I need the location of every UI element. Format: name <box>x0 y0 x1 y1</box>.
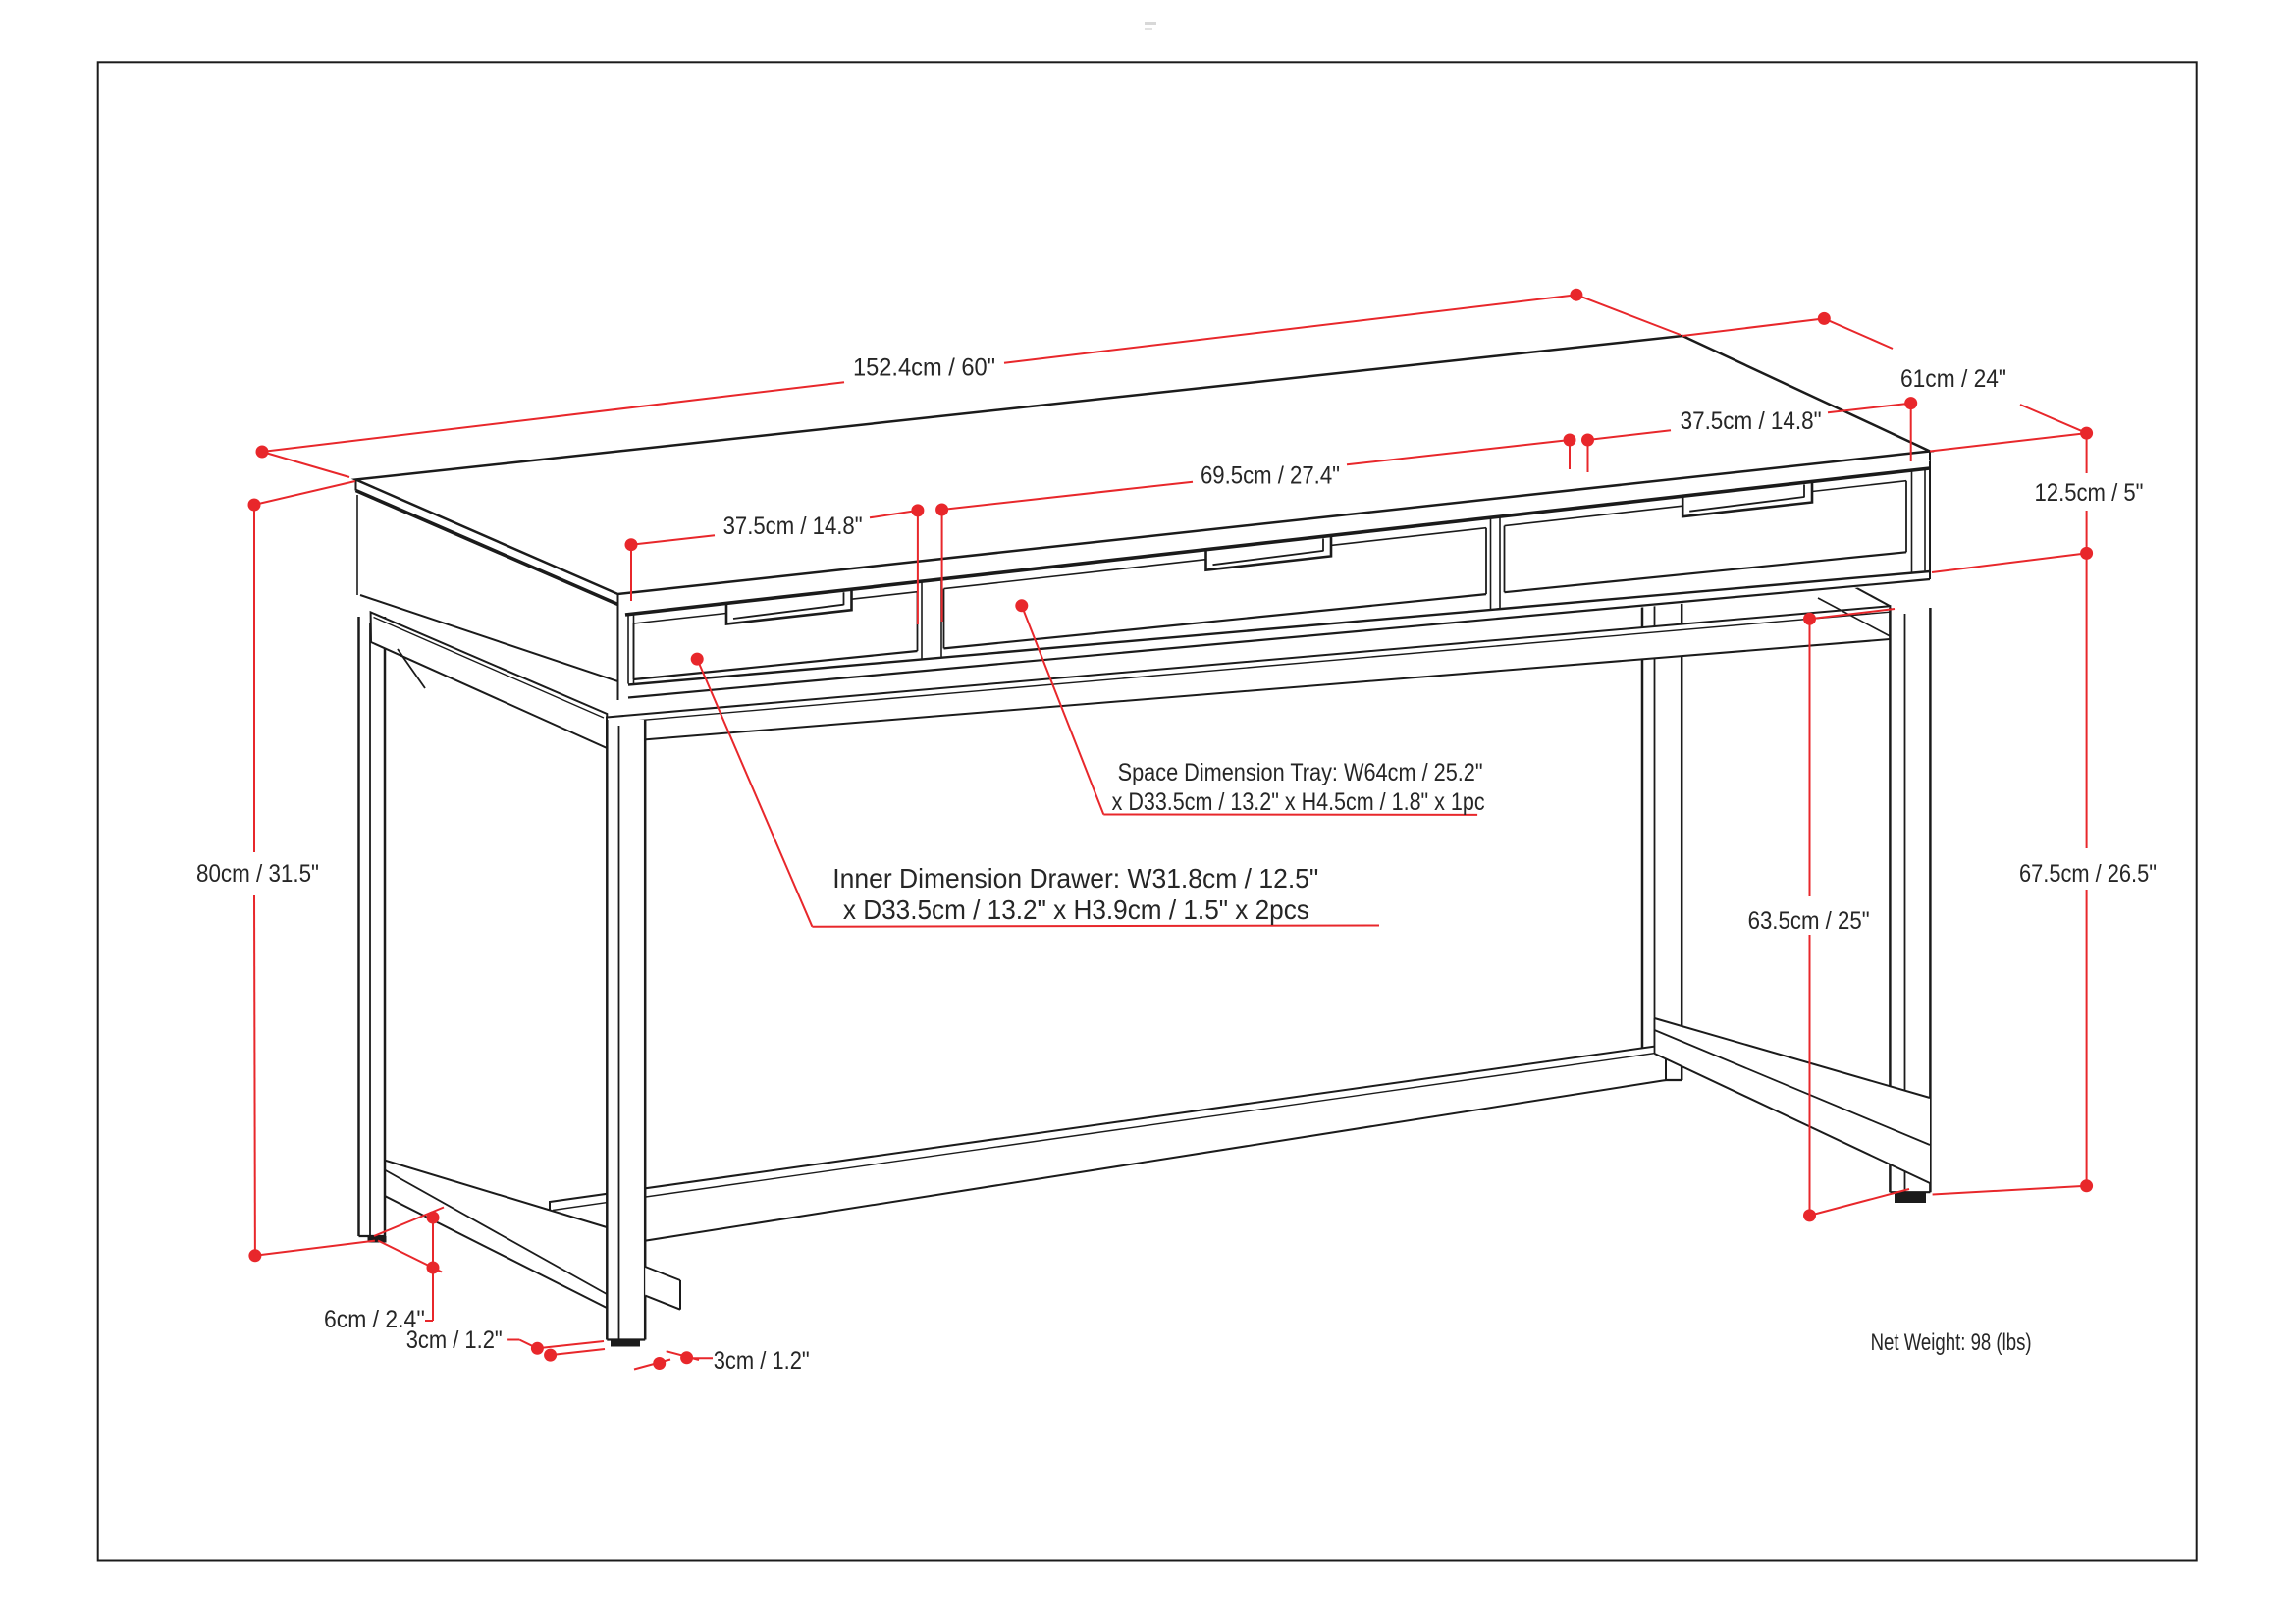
svg-text:x D33.5cm / 13.2" x H3.9cm / 1: x D33.5cm / 13.2" x H3.9cm / 1.5" x 2pcs <box>843 894 1309 925</box>
svg-text:152.4cm / 60": 152.4cm / 60" <box>853 354 995 382</box>
svg-text:Space Dimension Tray: W64cm /: Space Dimension Tray: W64cm / 25.2" <box>1118 759 1483 786</box>
svg-text:6cm / 2.4'': 6cm / 2.4'' <box>324 1306 425 1333</box>
svg-text:67.5cm / 26.5": 67.5cm / 26.5" <box>2019 860 2157 888</box>
svg-text:12.5cm / 5": 12.5cm / 5" <box>2035 479 2144 507</box>
svg-text:Net Weight: 98 (lbs): Net Weight: 98 (lbs) <box>1871 1329 2032 1356</box>
svg-text:61cm / 24": 61cm / 24" <box>1900 365 2006 393</box>
svg-text:37.5cm / 14.8": 37.5cm / 14.8" <box>723 513 863 540</box>
svg-text:x D33.5cm / 13.2" x H4.5cm / 1: x D33.5cm / 13.2" x H4.5cm / 1.8" x 1pc <box>1112 788 1485 816</box>
svg-text:Inner Dimension Drawer: W31.8c: Inner Dimension Drawer: W31.8cm / 12.5" <box>832 863 1318 893</box>
svg-text:3cm / 1.2": 3cm / 1.2" <box>714 1347 810 1375</box>
svg-text:37.5cm / 14.8": 37.5cm / 14.8" <box>1681 407 1822 435</box>
svg-text:3cm / 1.2": 3cm / 1.2" <box>406 1326 503 1354</box>
svg-text:80cm / 31.5": 80cm / 31.5" <box>196 860 319 888</box>
svg-text:63.5cm / 25": 63.5cm / 25" <box>1748 907 1870 935</box>
svg-text:69.5cm / 27.4": 69.5cm / 27.4" <box>1201 462 1340 490</box>
